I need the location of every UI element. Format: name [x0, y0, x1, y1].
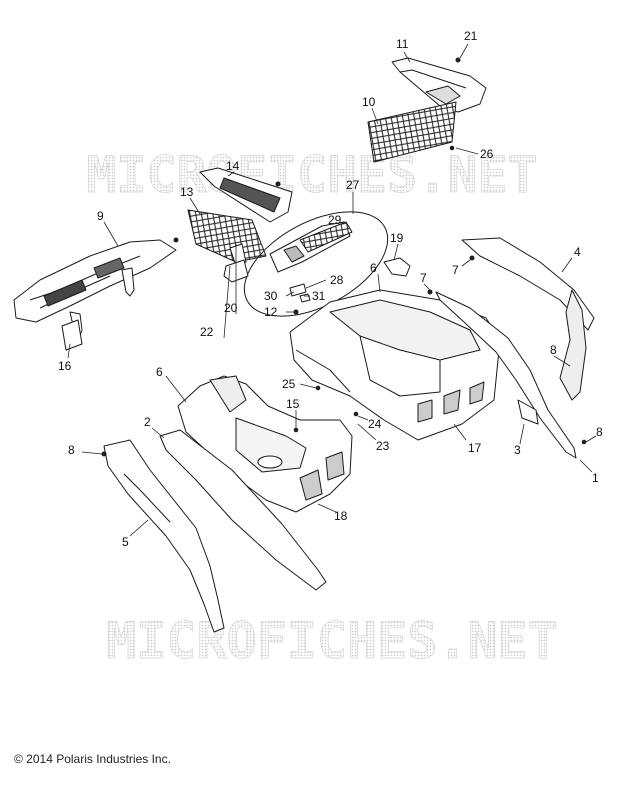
callout-5: 5	[122, 535, 129, 549]
part-8-screw-right	[581, 439, 587, 445]
part-16-support	[61, 319, 83, 351]
callout-12: 12	[264, 305, 278, 319]
part-1-3-right-rocker	[435, 291, 577, 459]
part-8-screw-left	[101, 451, 107, 457]
callout-9: 9	[97, 209, 104, 223]
callout-18: 18	[334, 509, 348, 523]
callout-27: 27	[346, 178, 360, 192]
part-11-vent-cover	[391, 57, 487, 113]
watermark-bottom: MICROFICHES.NET	[106, 612, 558, 670]
callout-labels: 11 21 10 26 14 13 27 9 29 19 6 7 7 4 28 …	[58, 29, 603, 549]
leader-lines	[67, 43, 597, 537]
callout-4: 4	[574, 245, 581, 259]
callout-8-left: 8	[68, 443, 75, 457]
part-19-bracket	[383, 257, 411, 277]
part-17-rear-tub	[289, 289, 501, 441]
part-18-center-tub	[177, 375, 353, 513]
callout-26: 26	[480, 147, 494, 161]
callout-28: 28	[330, 273, 344, 287]
watermark-top: MICROFICHES.NET	[86, 146, 538, 204]
part-7-screw-a	[427, 289, 433, 295]
callout-7-right: 7	[452, 263, 459, 277]
callout-29: 29	[328, 213, 342, 227]
part-13-mesh-screen	[187, 209, 267, 263]
callout-6-top: 6	[370, 261, 377, 275]
callout-24: 24	[368, 417, 382, 431]
callout-15: 15	[286, 397, 300, 411]
callout-8-right-upper: 8	[550, 343, 557, 357]
part-5-left-fender	[103, 439, 225, 633]
callout-14: 14	[226, 159, 240, 173]
part-7-screw-b	[469, 255, 475, 261]
callout-21: 21	[464, 29, 478, 43]
part-26-screw	[449, 145, 455, 151]
part-2-left-rocker	[159, 429, 327, 591]
callout-8-right-lower: 8	[596, 425, 603, 439]
callout-19: 19	[390, 231, 404, 245]
part-14-vent-duct	[199, 167, 293, 223]
callout-30: 30	[264, 289, 278, 303]
copyright-notice: © 2014 Polaris Industries Inc.	[14, 752, 171, 766]
callout-16: 16	[58, 359, 72, 373]
callout-25: 25	[282, 377, 296, 391]
part-28-30-31-clips	[289, 283, 311, 315]
part-14-screw	[275, 181, 281, 187]
callout-23: 23	[376, 439, 390, 453]
part-29-storage-tray	[269, 221, 353, 273]
callout-17: 17	[468, 441, 482, 455]
callout-7-mid: 7	[420, 271, 427, 285]
callout-3: 3	[514, 443, 521, 457]
part-9-dash-panel	[13, 237, 179, 341]
callout-2: 2	[144, 415, 151, 429]
callout-6-center: 6	[156, 365, 163, 379]
callout-13: 13	[180, 185, 194, 199]
part-25-screw	[315, 385, 321, 391]
callout-1: 1	[592, 471, 599, 485]
callout-31: 31	[312, 289, 326, 303]
part-4-right-fender	[461, 237, 595, 401]
part-15-screw	[293, 427, 299, 433]
callout-22: 22	[200, 325, 214, 339]
part-24-screw	[353, 411, 359, 417]
callout-10: 10	[362, 95, 376, 109]
part-10-mesh-screen	[367, 101, 457, 163]
part-21-screw	[455, 57, 461, 63]
callout-20: 20	[224, 301, 238, 315]
callout-11: 11	[396, 37, 409, 51]
